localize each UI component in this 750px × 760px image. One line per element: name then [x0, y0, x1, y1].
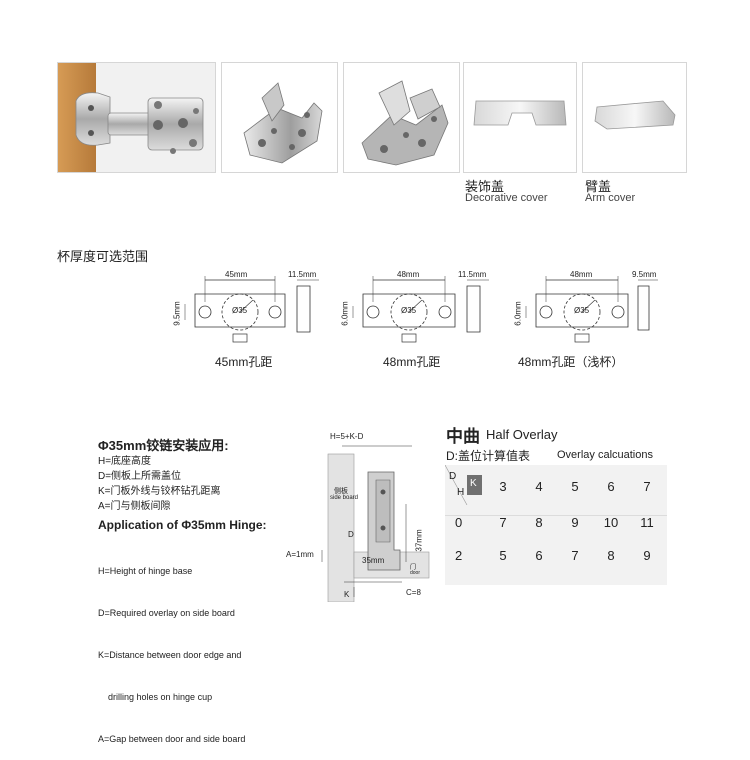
- cup-section-title: 杯厚度可选范围: [57, 249, 149, 264]
- decorative-cover-photo: 装饰盖: [463, 62, 577, 173]
- application-line-cn: H=底座高度: [98, 456, 152, 467]
- drawing-48-width: 48mm: [397, 270, 420, 279]
- diagram-formula: H=5+K-D: [330, 432, 364, 441]
- overlay-cell: 5: [499, 548, 507, 563]
- drawing-48-caption: 48mm孔距: [383, 355, 441, 369]
- drawing-48-vert: 6.0mm: [340, 301, 350, 326]
- cup-drawing-45-svg: [184, 276, 319, 343]
- overlay-table: D H K 3 4 5 6 7 0 7 8 9 10 11 2 5 6 7 8 …: [444, 464, 667, 585]
- drawing-48s-caption: 48mm孔距（浅杯）: [518, 355, 624, 369]
- overlay-k-value: 5: [571, 479, 579, 494]
- overlay-cell: 6: [535, 548, 543, 563]
- diagram-d: D: [348, 530, 354, 539]
- overlay-corner: D H K: [444, 464, 482, 506]
- cup-drawing-48: 48mm 11.5mm 6.0mm Ø35 48mm孔距: [341, 270, 505, 377]
- mounting-plate-photo-2: [343, 62, 460, 173]
- drawing-48s-cup: Ø35: [574, 306, 590, 315]
- overlay-cell: 9: [643, 548, 651, 563]
- overlay-k-value: 3: [499, 479, 507, 494]
- overlay-cell: 11: [640, 515, 654, 530]
- application-title-en: Application of Φ35mm Hinge:: [98, 518, 267, 532]
- drawing-45-side: 11.5mm: [288, 270, 317, 279]
- overlay-cell: 7: [571, 548, 579, 563]
- arm-cover-en-label: Arm cover: [585, 192, 636, 204]
- drawing-48s-side: 9.5mm: [632, 270, 657, 279]
- diagram-door: 门: [410, 565, 417, 571]
- decorative-cover-en-label: Decorative cover: [465, 192, 548, 204]
- overlay-title-cn: 中曲: [446, 427, 480, 446]
- overlay-subtitle-en: Overlay calcuations: [557, 449, 653, 461]
- drawing-45-width: 45mm: [225, 270, 248, 279]
- overlay-corner-h: H: [457, 487, 465, 498]
- application-line-cn: D=侧板上所需盖位: [98, 471, 182, 482]
- diagram-side-board: 侧板: [334, 488, 348, 495]
- drawing-45-cup: Ø35: [232, 306, 248, 315]
- mounting-plate-photo-1: [221, 62, 338, 173]
- overlay-cell: 7: [499, 515, 507, 530]
- diagram-37mm: 37mm: [414, 529, 424, 552]
- application-line-en: drilling holes on hinge cup: [98, 692, 213, 702]
- overlay-cell: 9: [571, 515, 579, 530]
- application-line-en: A=Gap between door and side board: [98, 734, 246, 744]
- drawing-45-vert: 9.5mm: [172, 301, 182, 326]
- overlay-k-value: 7: [643, 479, 651, 494]
- installation-diagram: H=5+K-D 侧板 side board D A=1mm 35mm 37mm …: [282, 432, 437, 603]
- overlay-cell: 10: [603, 515, 619, 530]
- mounting-plate-angle-image: [361, 80, 449, 166]
- overlay-row-h: 2: [455, 548, 463, 563]
- application-line-en: D=Required overlay on side board: [98, 608, 235, 618]
- overlay-row-h: 0: [455, 515, 463, 530]
- diagram-k: K: [344, 590, 350, 599]
- diagram-c: C=8: [406, 588, 421, 597]
- arm-cover-image: [594, 100, 676, 130]
- application-line-cn: K=门板外线与铰杯钻孔距离: [98, 486, 221, 497]
- diagram-side-board-en: side board: [330, 495, 359, 501]
- overlay-cell: 8: [607, 548, 615, 563]
- overlay-k-header: 3 4 5 6 7: [485, 479, 665, 494]
- drawing-48s-vert: 6.0mm: [513, 301, 523, 326]
- cup-drawing-45: 45mm 11.5mm 9.5mm Ø35 45mm孔距: [172, 270, 335, 377]
- overlay-row: 5 6 7 8 9: [485, 548, 665, 563]
- overlay-subtitle-cn: D:盖位计算值表: [446, 449, 531, 463]
- overlay-k-value: 6: [607, 479, 615, 494]
- cup-drawing-48-shallow-svg: [525, 276, 658, 343]
- decorative-cover-cn-label: 装饰盖: [465, 179, 505, 194]
- diagram-door-en: door: [410, 570, 421, 576]
- overlay-title-en: Half Overlay: [486, 427, 558, 442]
- diagram-35mm: 35mm: [362, 556, 385, 565]
- decorative-cover-image: [473, 100, 567, 126]
- overlay-k-value: 4: [535, 479, 543, 494]
- overlay-corner-svg: [444, 464, 482, 506]
- application-line-en: H=Height of hinge base: [98, 566, 193, 576]
- cup-drawing-48-shallow: 48mm 9.5mm 6.0mm Ø35 48mm孔距（浅杯）: [514, 270, 680, 377]
- drawing-45-caption: 45mm孔距: [215, 355, 273, 369]
- drawing-48s-width: 48mm: [570, 270, 593, 279]
- drawing-48-cup: Ø35: [401, 306, 417, 315]
- application-lines-en: H=Height of hinge base D=Required overla…: [98, 536, 245, 760]
- arm-cover-cn-label: 臂盖: [585, 179, 612, 194]
- application-lines-cn: H=底座高度 D=侧板上所需盖位 K=门板外线与铰杯钻孔距离 A=门与侧板间隙: [98, 454, 221, 514]
- application-line-cn: A=门与侧板间隙: [98, 501, 171, 512]
- drawing-48-side: 11.5mm: [458, 270, 487, 279]
- cup-drawing-48-svg: [352, 276, 489, 343]
- hinge-photo: [57, 62, 216, 173]
- overlay-corner-k: K: [470, 478, 477, 489]
- overlay-divider: [445, 515, 667, 516]
- overlay-corner-d: D: [449, 471, 457, 482]
- application-line-en: K=Distance between door edge and: [98, 650, 242, 660]
- diagram-a: A=1mm: [286, 550, 314, 559]
- arm-cover-photo: [582, 62, 687, 173]
- installation-diagram-svg: [321, 445, 430, 603]
- overlay-cell: 8: [535, 515, 543, 530]
- mounting-plate-image: [243, 82, 323, 164]
- overlay-row: 7 8 9 10 11: [485, 515, 665, 530]
- hinge-installed-image: [58, 63, 215, 172]
- application-title-cn: Φ35mm铰链安装应用:: [98, 438, 229, 453]
